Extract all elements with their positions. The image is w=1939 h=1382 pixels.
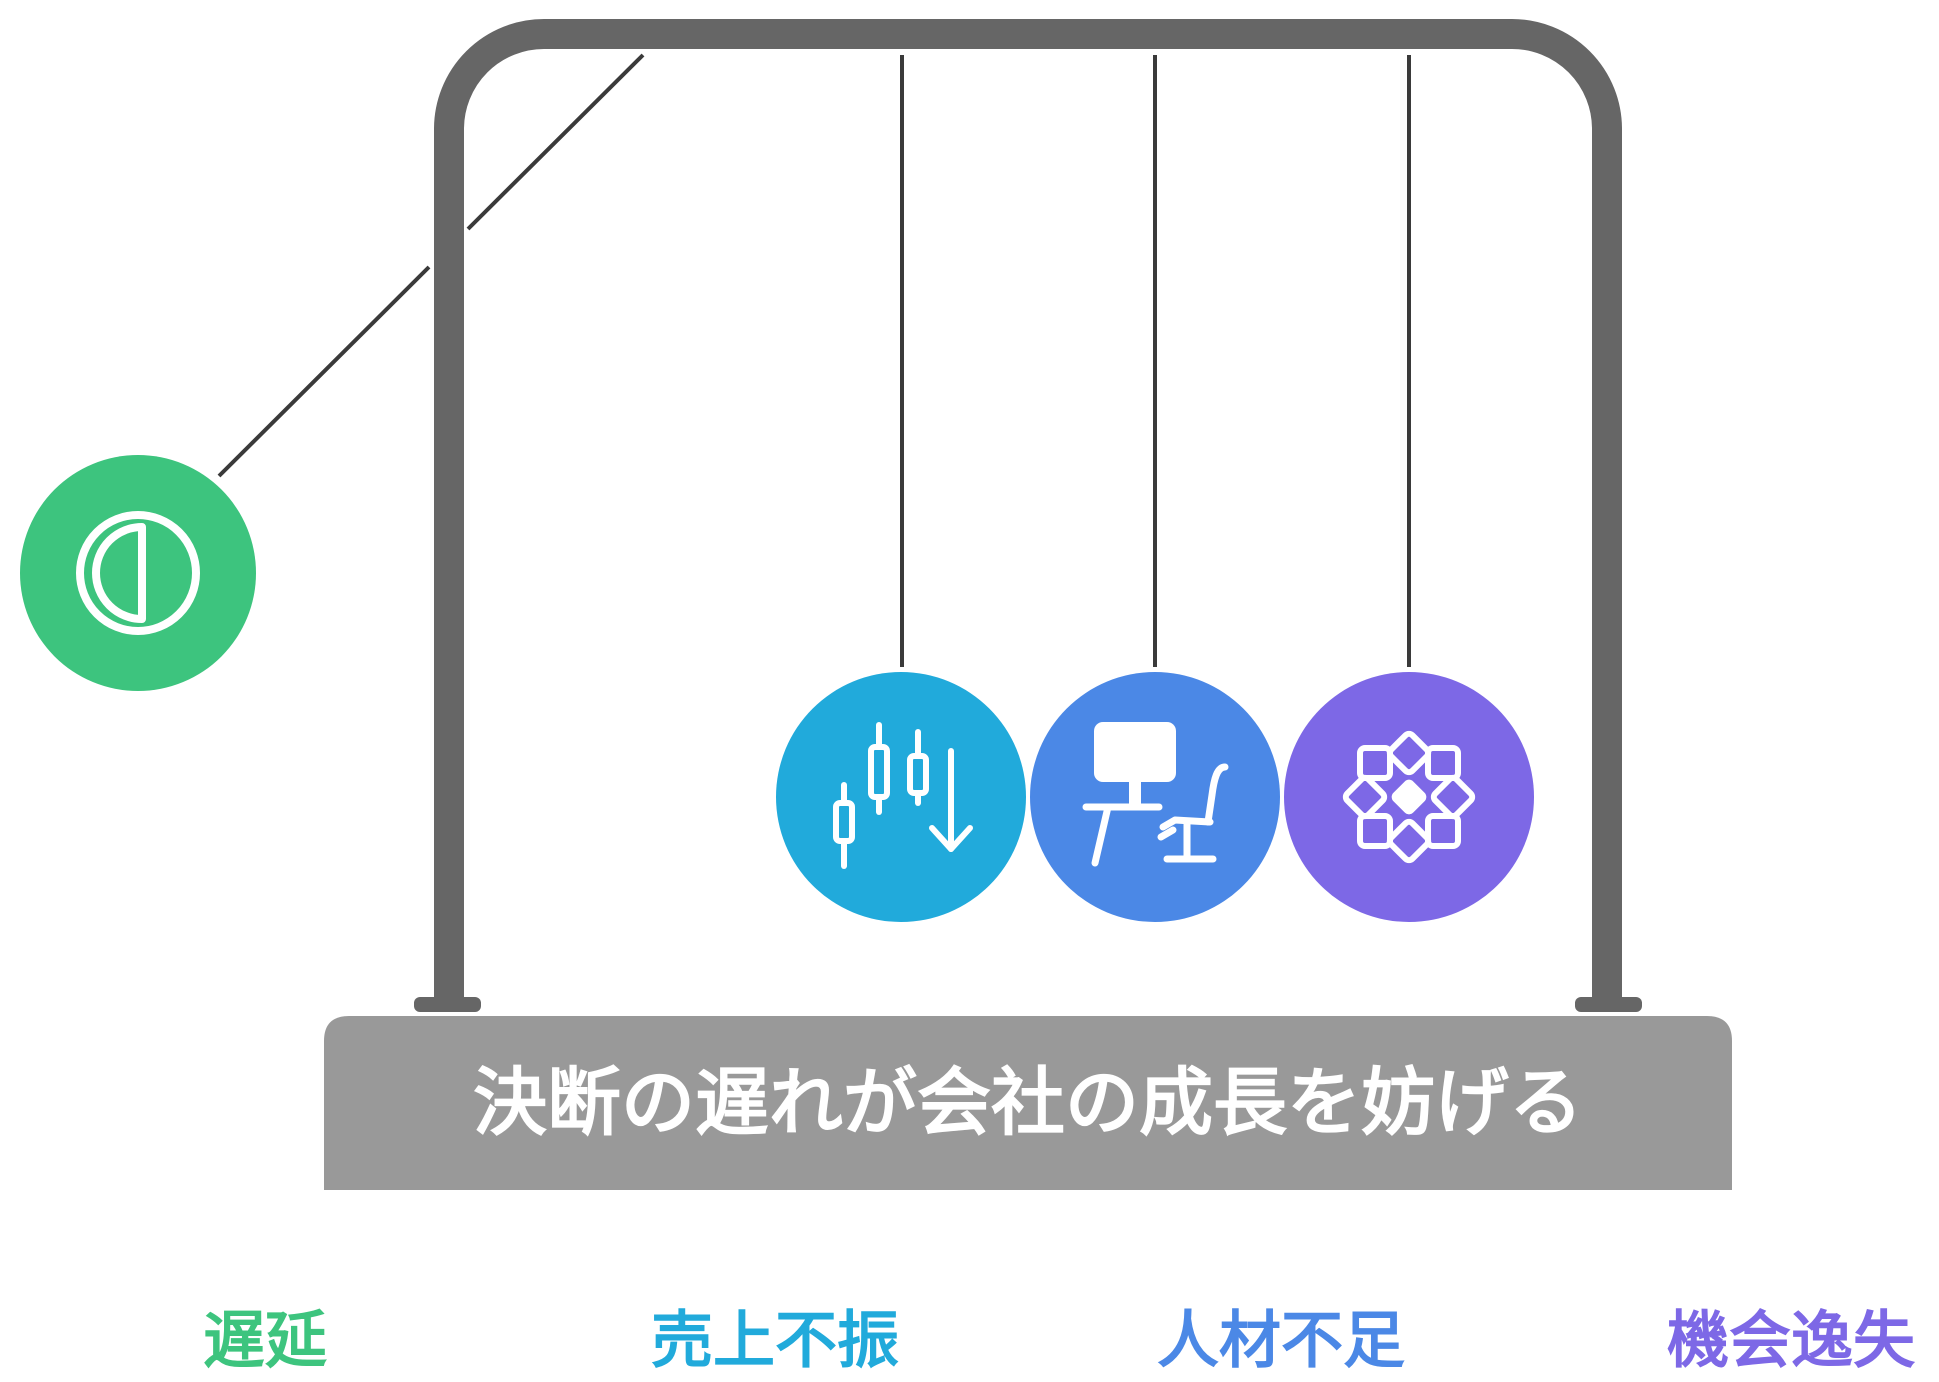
ball-staff-shortage-circle bbox=[1030, 672, 1280, 922]
ball-sales-slump-circle bbox=[776, 672, 1026, 922]
string-delay-lower bbox=[217, 265, 431, 478]
ball-sales-slump bbox=[776, 672, 1026, 922]
office-desk-icon bbox=[1082, 722, 1229, 867]
ball-missed-opportunity bbox=[1284, 672, 1534, 922]
frame-foot-right bbox=[1575, 997, 1642, 1012]
flower-pattern-icon bbox=[1342, 730, 1476, 864]
base-caption: 決断の遅れが会社の成長を妨げる bbox=[473, 1060, 1583, 1146]
cradle-base bbox=[324, 1016, 1732, 1190]
contrast-icon bbox=[76, 511, 200, 635]
cradle-frame bbox=[434, 19, 1622, 997]
candlestick-down-icon bbox=[833, 722, 973, 869]
label-staff-shortage: 人材不足 bbox=[1157, 1304, 1405, 1377]
label-missed-opportunity: 機会逸失 bbox=[1667, 1304, 1916, 1377]
frame-foot-left bbox=[414, 997, 481, 1012]
label-delay: 遅延 bbox=[203, 1304, 327, 1377]
label-sales-slump: 売上不振 bbox=[651, 1304, 899, 1377]
ball-delay bbox=[20, 455, 256, 691]
string-delay-upper bbox=[466, 53, 645, 231]
strings bbox=[217, 53, 1411, 667]
ball-staff-shortage bbox=[1030, 672, 1280, 922]
